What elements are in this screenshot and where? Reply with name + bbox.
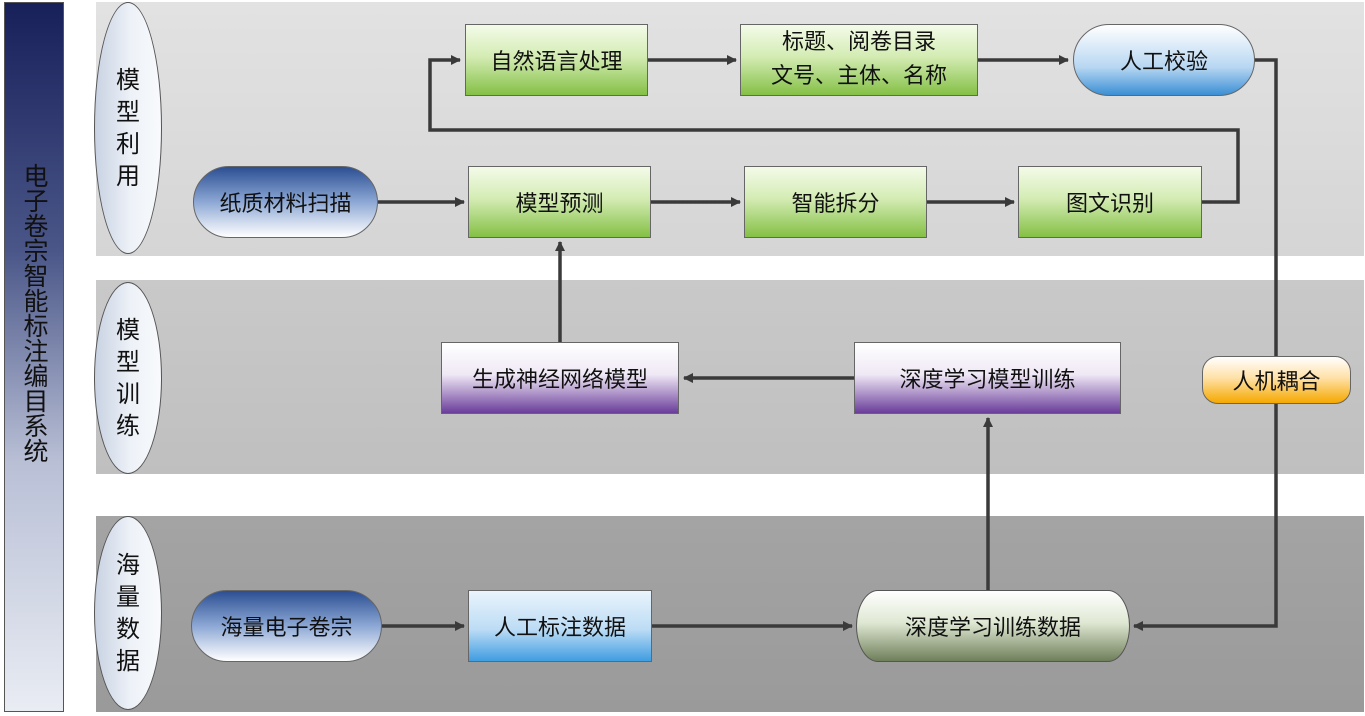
system-title: 电子卷宗智能标注编目系统 bbox=[20, 163, 49, 463]
node-human-machine-text: 人机耦合 bbox=[1232, 370, 1321, 395]
node-manual-check-text: 人工校验 bbox=[1119, 50, 1208, 75]
node-mass-files-text: 海量电子卷宗 bbox=[220, 616, 353, 641]
node-model-predict-text: 模型预测 bbox=[515, 192, 604, 217]
node-manual-check: 人工校验 bbox=[1073, 24, 1255, 96]
arrow-ocr-to-nlp bbox=[428, 55, 1240, 204]
node-dl-training-text: 深度学习模型训练 bbox=[899, 368, 1076, 393]
node-manual-label-text: 人工标注数据 bbox=[493, 616, 626, 641]
node-catalog-line2: 文号、主体、名称 bbox=[770, 64, 947, 89]
lane-training-text: 模型训练 bbox=[116, 316, 140, 440]
lane-data-label: 海量数据 bbox=[94, 516, 162, 710]
node-dl-data: 深度学习训练数据 bbox=[856, 590, 1130, 662]
node-catalog: 标题、阅卷目录 文号、主体、名称 bbox=[740, 24, 978, 96]
arrow-check-to-data bbox=[1133, 58, 1278, 631]
lane-usage-text: 模型利用 bbox=[116, 66, 140, 190]
node-ocr: 图文识别 bbox=[1018, 166, 1202, 238]
node-dl-training: 深度学习模型训练 bbox=[854, 342, 1121, 414]
node-human-machine: 人机耦合 bbox=[1202, 356, 1351, 404]
system-title-bar: 电子卷宗智能标注编目系统 bbox=[4, 2, 64, 712]
node-paper-scan: 纸质材料扫描 bbox=[193, 166, 378, 238]
node-nlp-text: 自然语言处理 bbox=[490, 50, 623, 75]
node-manual-label: 人工标注数据 bbox=[468, 590, 652, 662]
node-smart-split-text: 智能拆分 bbox=[791, 192, 880, 217]
node-gen-model-text: 生成神经网络模型 bbox=[471, 368, 648, 393]
node-mass-files: 海量电子卷宗 bbox=[191, 590, 382, 662]
node-paper-scan-text: 纸质材料扫描 bbox=[219, 192, 352, 217]
node-model-predict: 模型预测 bbox=[468, 166, 651, 238]
node-smart-split: 智能拆分 bbox=[744, 166, 927, 238]
lane-data-text: 海量数据 bbox=[116, 551, 140, 675]
node-dl-data-text: 深度学习训练数据 bbox=[904, 616, 1081, 641]
lane-training-label: 模型训练 bbox=[94, 282, 162, 474]
node-nlp: 自然语言处理 bbox=[465, 24, 648, 96]
lane-usage-label: 模型利用 bbox=[94, 2, 162, 254]
node-gen-model: 生成神经网络模型 bbox=[441, 342, 679, 414]
node-catalog-line1: 标题、阅卷目录 bbox=[781, 30, 936, 55]
node-ocr-text: 图文识别 bbox=[1065, 192, 1154, 217]
